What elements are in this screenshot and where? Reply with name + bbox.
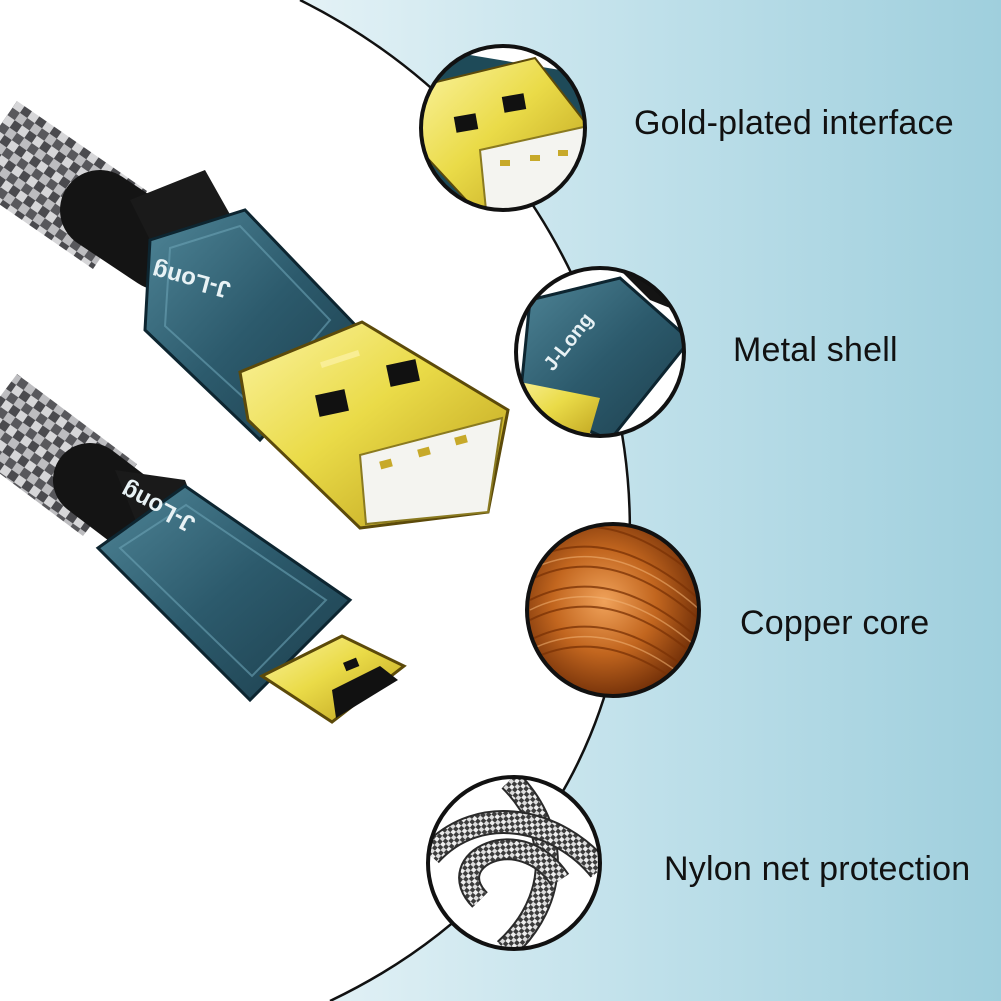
feature-label-copper-core: Copper core [740, 604, 930, 642]
mini-usb-cable: J-Long [0, 374, 407, 724]
mini-usb-metal-shell [95, 484, 353, 703]
copper-coil-icon [525, 522, 701, 698]
metal-shell-closeup-icon: J-Long [514, 266, 686, 438]
feature-label-nylon-net: Nylon net protection [664, 850, 971, 888]
feature-label-gold-plated: Gold-plated interface [634, 104, 954, 142]
usb-a-closeup-icon [419, 44, 587, 212]
mini-usb-gold-plug [258, 634, 407, 724]
feature-label-metal-shell: Metal shell [733, 331, 898, 369]
nylon-braid-icon [426, 775, 602, 951]
background-panel [300, 0, 1001, 1001]
usb-a-cable: J-Long [0, 100, 510, 530]
